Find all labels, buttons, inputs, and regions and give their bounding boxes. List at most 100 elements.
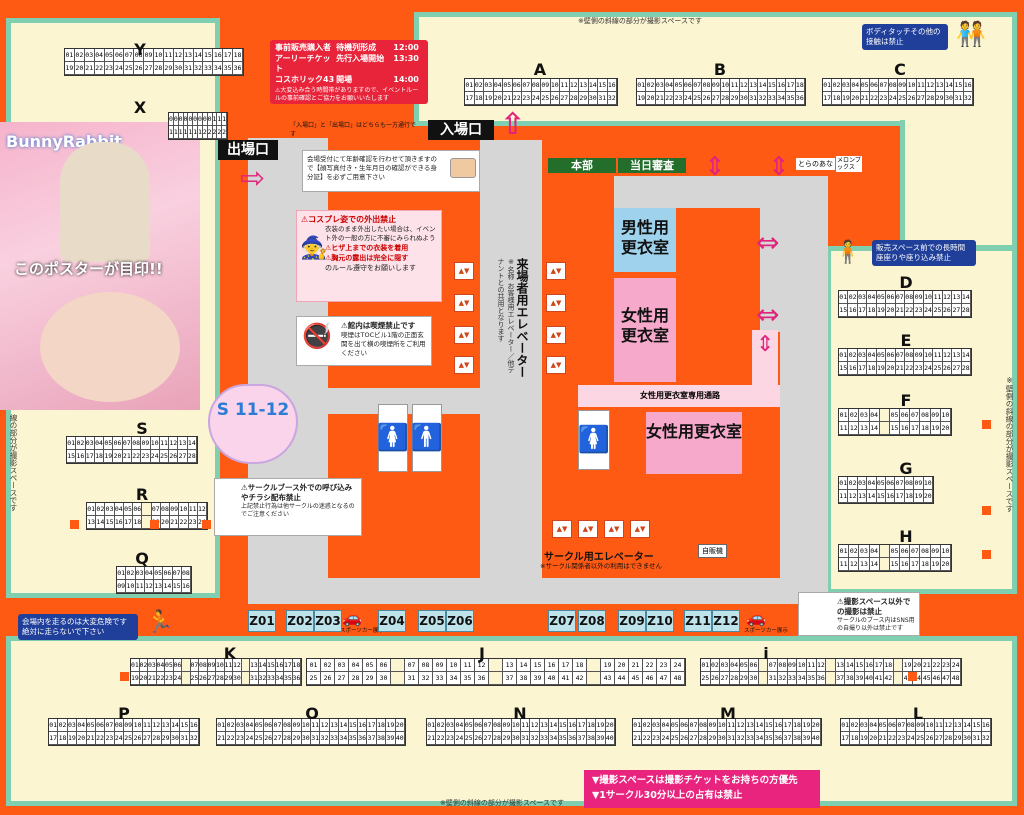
booth-cell[interactable]: 06 <box>193 113 198 126</box>
booth-cell[interactable]: 28 <box>349 672 363 685</box>
booth-cell[interactable]: 15 <box>855 659 865 672</box>
booth-cell[interactable]: 15 <box>876 490 886 503</box>
booth-cell[interactable]: 13 <box>952 349 962 362</box>
booth-cell[interactable]: 26 <box>263 732 274 745</box>
booth-cell[interactable]: 23 <box>879 92 889 105</box>
booth-cell[interactable]: 16 <box>181 580 191 593</box>
booth-cell[interactable]: 12 <box>144 580 154 593</box>
booth-cell[interactable]: 23 <box>217 126 223 139</box>
booth-cell[interactable]: 31 <box>972 732 982 745</box>
booth-cell[interactable]: 23 <box>522 92 532 105</box>
booth-cell[interactable]: 16 <box>900 422 911 435</box>
booth-cell[interactable]: 20 <box>493 92 503 105</box>
booth-cell[interactable]: 30 <box>511 732 521 745</box>
booth-cell[interactable]: 22 <box>94 62 105 75</box>
booth-cell[interactable]: 11 <box>163 49 174 62</box>
z-spot-z02[interactable]: Z02 <box>286 610 314 632</box>
booth-cell[interactable]: 06 <box>683 79 693 92</box>
booth-cell[interactable]: 31 <box>310 732 321 745</box>
booth-cell[interactable]: 04 <box>94 437 105 450</box>
booth-cell[interactable]: 30 <box>717 732 727 745</box>
booth-cell[interactable]: 06 <box>886 349 896 362</box>
booth-cell[interactable]: 11 <box>806 659 817 672</box>
booth-cell[interactable]: 20 <box>139 672 148 685</box>
booth-cell[interactable]: 15 <box>203 49 214 62</box>
booth-cell[interactable]: 21 <box>170 516 180 529</box>
booth-cell[interactable]: 09 <box>144 49 154 62</box>
booth-cell[interactable]: 13 <box>503 659 517 672</box>
booth-cell[interactable]: 07 <box>483 719 493 732</box>
booth-cell[interactable]: 05 <box>876 477 886 490</box>
booth-cell[interactable]: 06 <box>377 659 391 672</box>
booth-cell[interactable]: 17 <box>841 732 851 745</box>
booth-cell[interactable]: 27 <box>711 92 721 105</box>
booth-cell[interactable]: 08 <box>134 49 145 62</box>
booth-cell[interactable]: 03 <box>148 659 157 672</box>
booth-cell[interactable]: 13 <box>935 79 945 92</box>
booth-cell[interactable]: 29 <box>708 732 718 745</box>
booth-cell[interactable]: 36 <box>292 672 301 685</box>
booth-cell[interactable]: 26 <box>134 62 145 75</box>
booth-cell[interactable]: 11 <box>726 719 737 732</box>
booth-cell[interactable]: 18 <box>920 558 931 571</box>
booth-cell[interactable]: 05 <box>876 349 887 362</box>
booth-cell[interactable]: 45 <box>922 672 933 685</box>
booth-cell[interactable]: 28 <box>569 92 579 105</box>
booth-cell[interactable]: 14 <box>867 490 877 503</box>
booth-cell[interactable]: 19 <box>841 92 852 105</box>
booth-cell[interactable]: 05 <box>674 79 684 92</box>
booth-cell[interactable]: 13 <box>857 490 868 503</box>
booth-cell[interactable]: 08 <box>702 79 712 92</box>
booth-cell[interactable]: 20 <box>77 732 87 745</box>
booth-cell[interactable]: 32 <box>963 92 973 105</box>
booth-cell[interactable]: 02 <box>850 719 860 732</box>
booth-cell[interactable]: 29 <box>739 672 750 685</box>
booth-cell[interactable]: 26 <box>942 304 953 317</box>
booth-cell[interactable]: 12 <box>152 719 162 732</box>
booth-cell[interactable]: 16 <box>848 362 858 375</box>
booth-cell[interactable]: 09 <box>502 719 512 732</box>
booth-cell[interactable]: 13 <box>539 719 550 732</box>
booth-cell[interactable]: 14 <box>869 422 880 435</box>
booth-cell[interactable]: 31 <box>180 732 190 745</box>
booth-cell[interactable]: 16 <box>545 659 559 672</box>
booth-cell[interactable]: 03 <box>105 503 115 516</box>
booth-cell[interactable]: 24 <box>531 92 541 105</box>
booth-cell[interactable]: 28 <box>961 362 971 375</box>
booth-cell[interactable]: 27 <box>934 732 945 745</box>
booth-cell[interactable]: 11 <box>839 558 850 571</box>
booth-cell[interactable]: 08 <box>888 79 898 92</box>
booth-cell[interactable]: 01 <box>839 477 849 490</box>
booth-cell[interactable]: 30 <box>170 732 181 745</box>
booth-cell[interactable]: 08 <box>419 659 433 672</box>
booth-cell[interactable]: 10 <box>179 503 189 516</box>
booth-cell[interactable]: 07 <box>273 719 283 732</box>
booth-cell[interactable]: 29 <box>730 92 740 105</box>
booth-cell[interactable]: 03 <box>857 477 868 490</box>
booth-cell[interactable]: 15 <box>558 719 568 732</box>
booth-cell[interactable]: 21 <box>122 450 132 463</box>
booth-cell[interactable]: 22 <box>226 732 236 745</box>
booth-cell[interactable]: 04 <box>867 349 877 362</box>
booth-cell[interactable]: 28 <box>187 450 197 463</box>
booth-cell[interactable]: 07 <box>689 719 699 732</box>
booth-cell[interactable]: 26 <box>702 92 712 105</box>
booth-cell[interactable]: 22 <box>642 732 652 745</box>
z-spot-z06[interactable]: Z06 <box>446 610 474 632</box>
booth-cell[interactable]: 15 <box>67 450 77 463</box>
booth-cell[interactable]: 01 <box>67 437 77 450</box>
booth-cell[interactable]: 07 <box>105 719 115 732</box>
booth-cell[interactable]: 03 <box>859 409 870 422</box>
booth-cell[interactable]: 25 <box>916 732 926 745</box>
booth-cell[interactable]: 10 <box>154 49 164 62</box>
booth-cell[interactable]: 07 <box>172 567 182 580</box>
booth-cell[interactable]: 34 <box>755 732 765 745</box>
booth-cell[interactable]: 32 <box>193 62 204 75</box>
booth-cell[interactable]: 40 <box>811 732 821 745</box>
booth-cell[interactable]: 03 <box>484 79 494 92</box>
booth-cell[interactable]: 24 <box>455 732 465 745</box>
booth-cell[interactable]: 19 <box>198 126 203 139</box>
booth-cell[interactable]: 01 <box>117 567 127 580</box>
booth-cell[interactable]: 17 <box>577 719 587 732</box>
booth-cell[interactable]: 12 <box>944 719 954 732</box>
